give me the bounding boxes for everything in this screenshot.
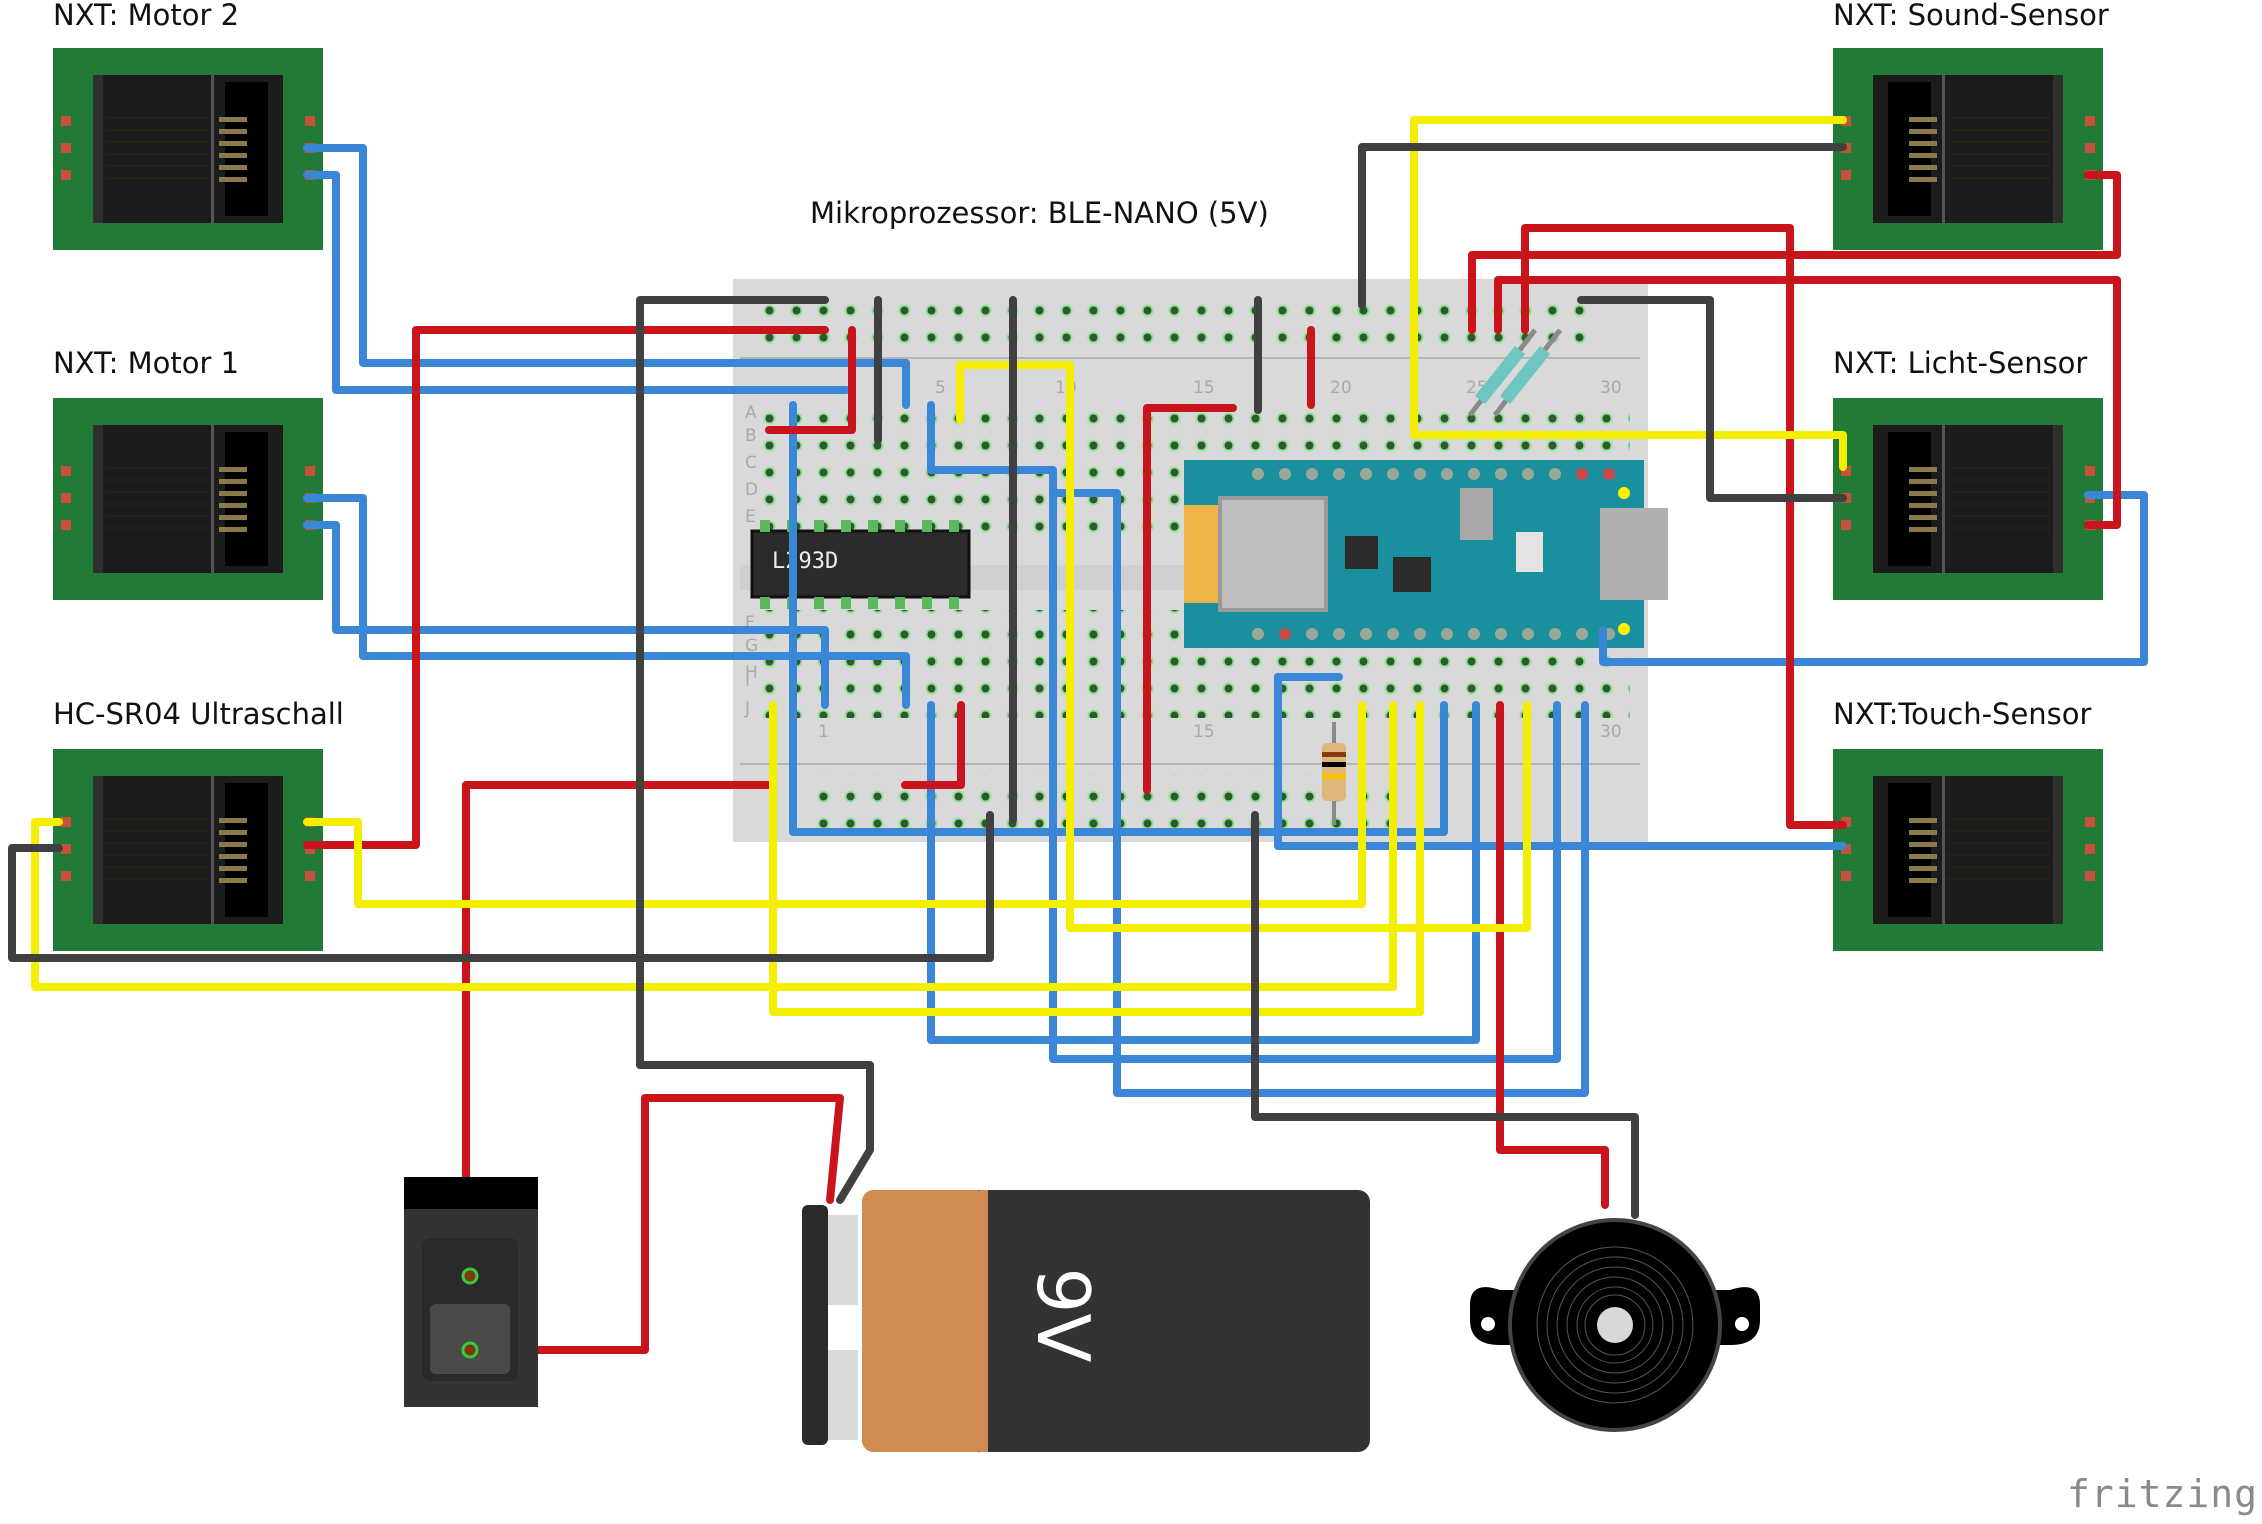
svg-text:1: 1 [818,722,829,742]
svg-text:E: E [745,507,756,527]
label-motor2: NXT: Motor 2 [53,0,240,32]
battery-label: 9V [1021,1267,1105,1362]
svg-text:30: 30 [1600,378,1622,398]
ble-nano-board [1184,460,1668,648]
svg-text:F: F [745,613,755,633]
label-motor1: NXT: Motor 1 [53,346,240,380]
svg-text:J: J [744,699,750,719]
hc-sr04-board [52,748,324,952]
svg-text:C: C [745,453,757,473]
label-sound-sensor: NXT: Sound-Sensor [1833,0,2109,32]
svg-text:5: 5 [935,378,946,398]
fritzing-logo: fritzing [2066,1472,2258,1516]
l293d-label: L293D [772,549,838,574]
rocker-switch[interactable] [404,1177,538,1407]
resistor-vertical [1322,722,1346,825]
resistor-pair [1468,328,1562,417]
svg-text:G: G [745,636,758,656]
svg-text:20: 20 [1330,378,1352,398]
black-wires [8,143,1847,1219]
label-light-sensor: NXT: Licht-Sensor [1833,346,2088,380]
label-touch-sensor: NXT:Touch-Sensor [1833,697,2092,731]
yellow-wires [31,116,1847,1016]
nxt-sound-sensor-board [1832,47,2104,251]
diagram-title: Mikroprozessor: BLE-NANO (5V) [810,196,1269,230]
svg-text:15: 15 [1193,722,1215,742]
l293d-chip: L293D [750,520,971,609]
nxt-motor1-board [52,397,324,601]
svg-text:D: D [745,480,758,500]
svg-text:I: I [745,671,750,691]
svg-text:15: 15 [1193,378,1215,398]
svg-text:30: 30 [1600,722,1622,742]
nxt-motor2-board [52,47,324,251]
svg-text:H: H [745,663,758,683]
svg-text:B: B [745,426,757,446]
piezo-buzzer [1470,1218,1760,1432]
blue-wires [303,144,2148,1097]
battery-9v: 9V [802,1190,1370,1452]
nxt-light-sensor-board [1832,397,2104,601]
svg-text:A: A [745,403,757,423]
label-ultrasonic: HC-SR04 Ultraschall [53,697,344,731]
nxt-touch-sensor-board [1832,748,2104,952]
